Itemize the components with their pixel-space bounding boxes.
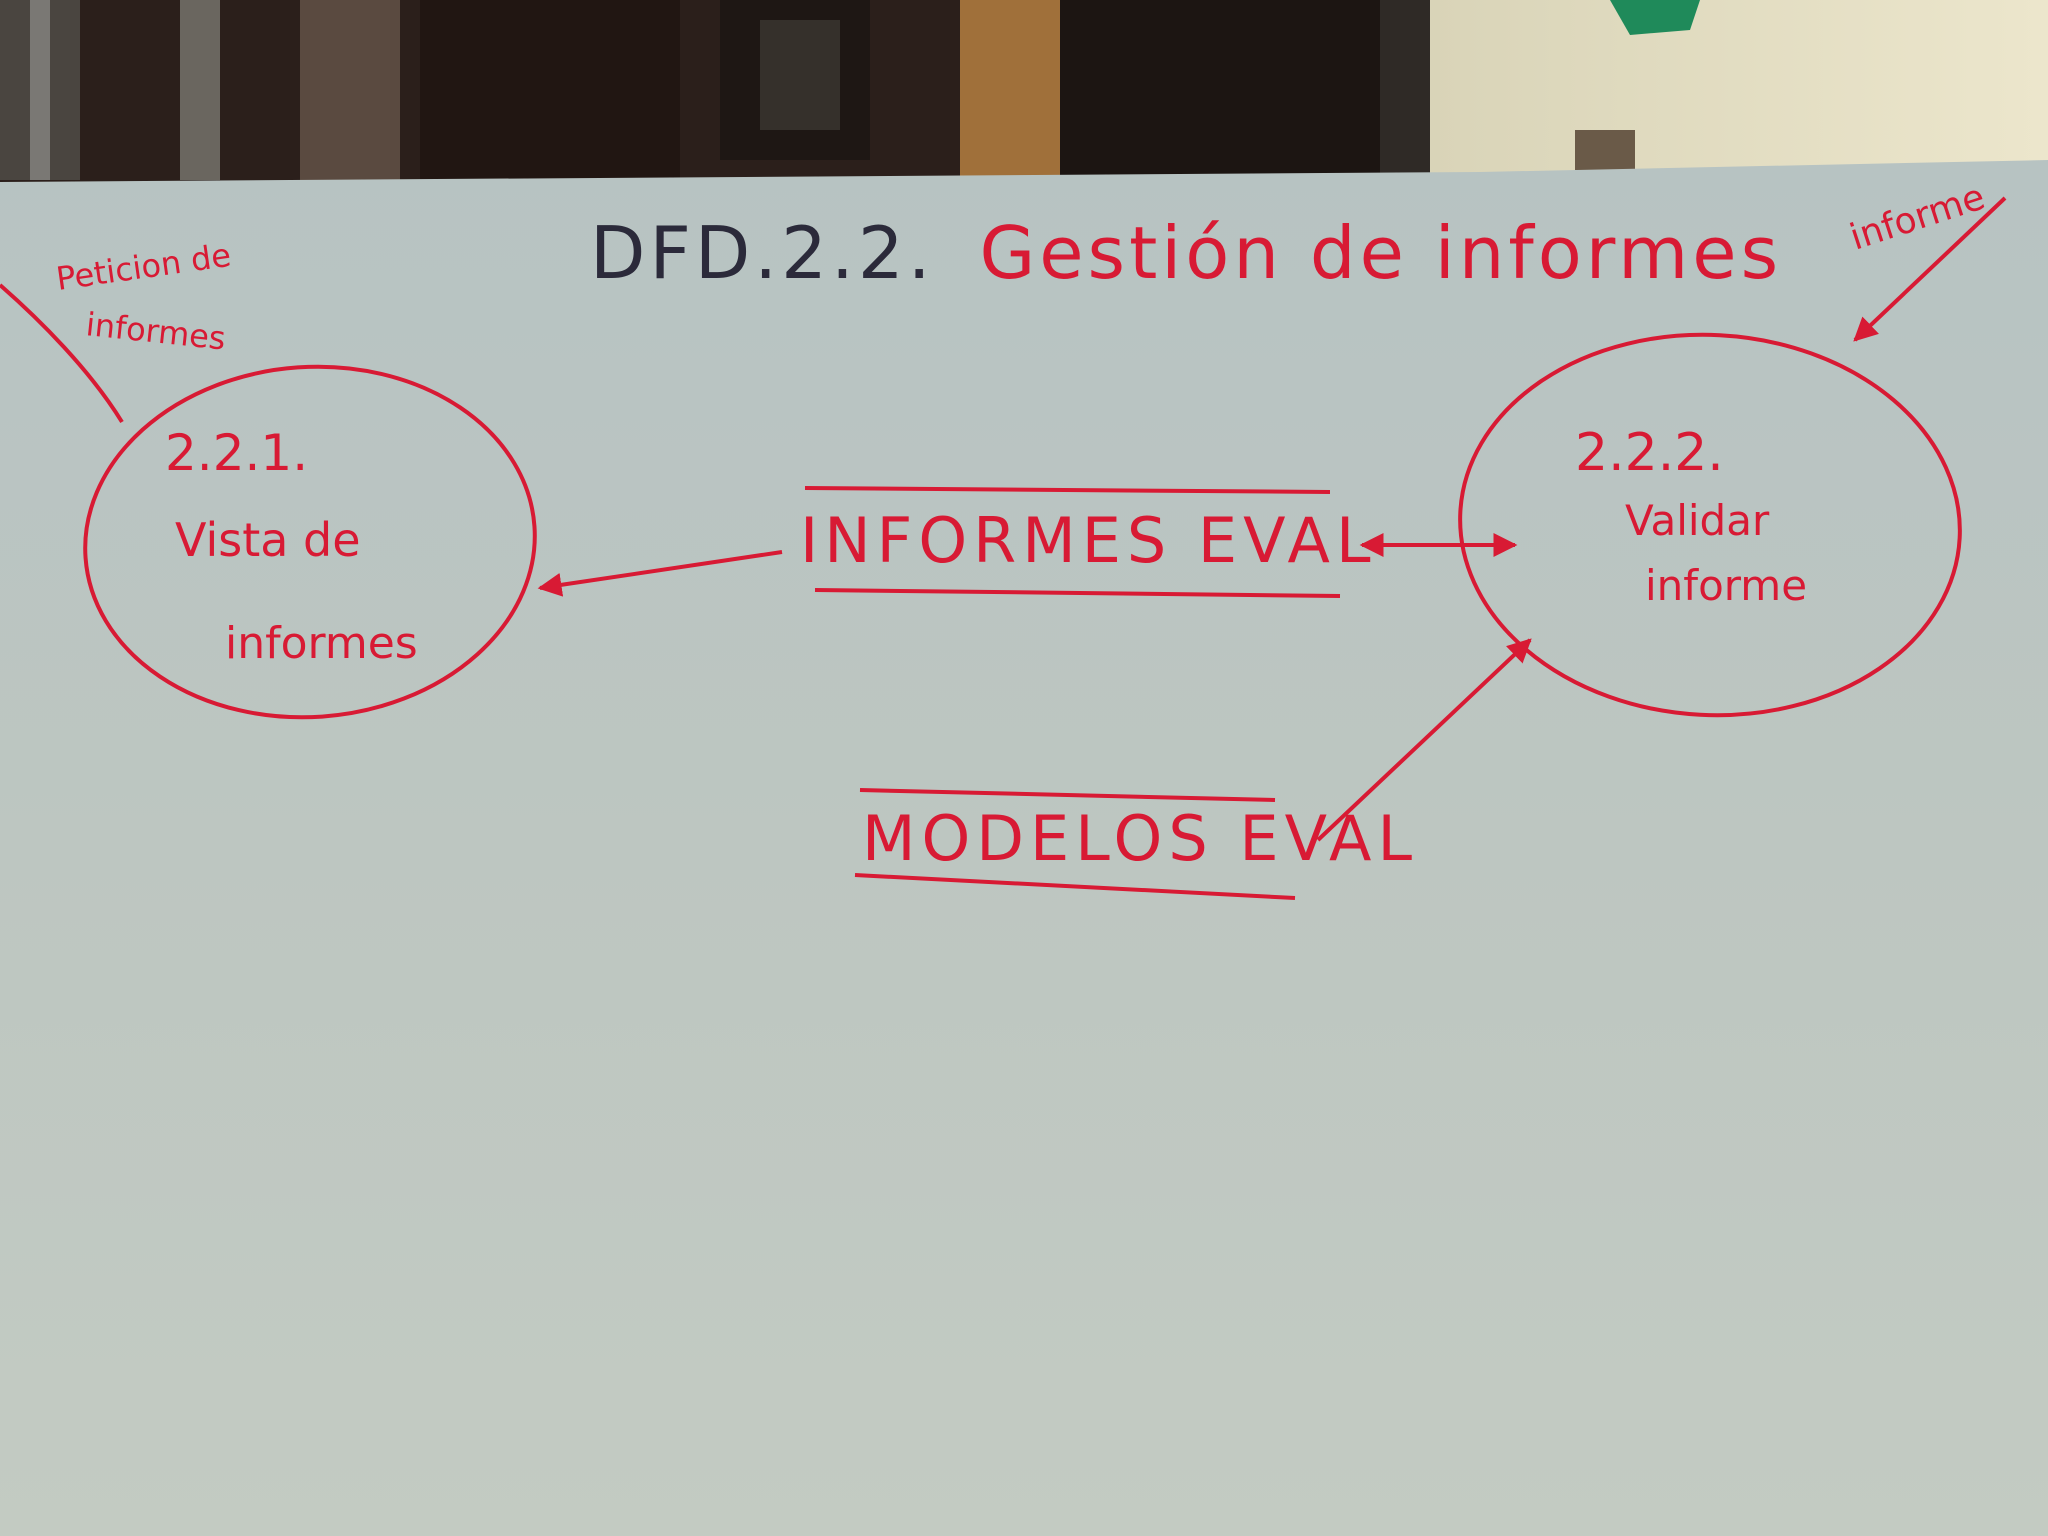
- store-informes-eval: INFORMES EVAL: [800, 486, 1377, 598]
- title-name: Gestión de informes: [979, 211, 1782, 295]
- diagram-title: DFD.2.2. Gestión de informes: [590, 211, 1782, 295]
- process-2-2-1-name-line1: Vista de: [175, 513, 361, 567]
- flow-peticion-line: [0, 283, 124, 424]
- process-2-2-1-name-line2: informes: [225, 618, 418, 669]
- store-informes-eval-label: INFORMES EVAL: [800, 504, 1377, 577]
- process-2-2-2-name-line1: Validar: [1625, 496, 1770, 545]
- store-informes-eval-top-line: [804, 486, 1331, 494]
- data-flows: [0, 196, 2007, 842]
- title-code: DFD.2.2.: [590, 211, 935, 295]
- store-modelos-eval-top-line: [859, 788, 1276, 802]
- process-2-2-2: 2.2.2. Validar informe: [1458, 332, 1962, 718]
- process-2-2-1-id: 2.2.1.: [165, 424, 308, 482]
- flow-informes-to-vista: [537, 550, 783, 597]
- store-modelos-eval-bottom-line: [854, 873, 1296, 900]
- process-2-2-1: 2.2.1. Vista de informes: [83, 364, 537, 720]
- flow-external-informe: [1853, 196, 2007, 342]
- process-2-2-1-circle: [83, 364, 537, 720]
- process-2-2-2-name-line2: informe: [1645, 561, 1807, 610]
- process-2-2-2-id: 2.2.2.: [1575, 423, 1724, 483]
- flow-modelos-to-validar: [1316, 638, 1532, 842]
- store-modelos-eval-label: MODELOS EVAL: [862, 802, 1418, 875]
- store-informes-eval-bottom-line: [814, 588, 1341, 598]
- background-scene: [0, 0, 2048, 200]
- whiteboard: [0, 160, 2048, 1536]
- process-2-2-2-circle: [1458, 332, 1962, 718]
